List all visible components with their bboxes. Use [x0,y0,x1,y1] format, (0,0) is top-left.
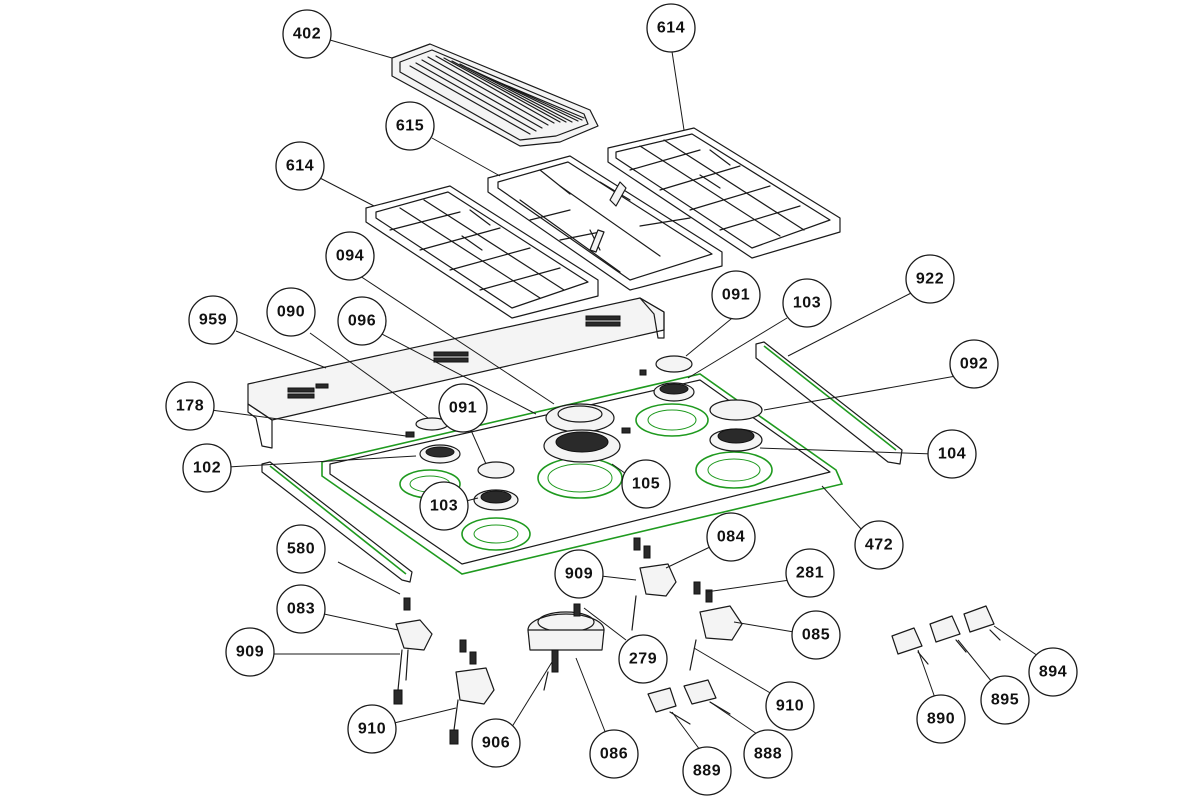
svg-text:090: 090 [277,304,305,321]
callout-959[interactable]: 959 [188,295,238,345]
svg-text:092: 092 [960,356,988,373]
side-trim-left [261,461,413,583]
callout-615[interactable]: 615 [385,101,435,151]
callout-910-right[interactable]: 910 [765,681,815,731]
callout-096[interactable]: 096 [337,296,387,346]
callout-909-center[interactable]: 909 [554,549,604,599]
burner-valve-assemblies [393,537,1001,745]
svg-text:909: 909 [565,566,593,583]
backguard-panel [247,297,665,449]
callout-091-lower[interactable]: 091 [438,383,488,433]
callout-472[interactable]: 472 [854,520,904,570]
svg-text:889: 889 [693,763,721,780]
svg-text:959: 959 [199,312,227,329]
svg-text:279: 279 [629,651,657,668]
svg-text:103: 103 [430,498,458,515]
svg-text:091: 091 [449,400,477,417]
callout-084[interactable]: 084 [706,512,756,562]
callout-085[interactable]: 085 [791,610,841,660]
leader-lines [210,39,1045,751]
svg-text:910: 910 [776,698,804,715]
cooktop-top [321,373,844,575]
callout-178[interactable]: 178 [165,381,215,431]
callout-104[interactable]: 104 [927,429,977,479]
callout-086[interactable]: 086 [589,729,639,779]
grate-left [365,185,599,319]
side-trim-right [755,341,903,465]
griddle-plate [391,43,599,147]
svg-text:906: 906 [482,735,510,752]
callout-906[interactable]: 906 [471,718,521,768]
callout-281[interactable]: 281 [785,548,835,598]
callouts: 402 614 615 614 094 091 103 922 959 090 … [165,3,1078,796]
callout-091-top[interactable]: 091 [711,270,761,320]
svg-text:178: 178 [176,398,204,415]
svg-text:085: 085 [802,627,830,644]
svg-text:103: 103 [793,295,821,312]
callout-094[interactable]: 094 [325,231,375,281]
svg-text:894: 894 [1039,664,1067,681]
svg-text:910: 910 [358,721,386,738]
svg-text:890: 890 [927,711,955,728]
svg-text:091: 091 [722,287,750,304]
svg-text:094: 094 [336,248,364,265]
callout-090[interactable]: 090 [266,287,316,337]
callout-614-lower[interactable]: 614 [275,141,325,191]
svg-text:086: 086 [600,746,628,763]
svg-text:888: 888 [754,746,782,763]
svg-text:096: 096 [348,313,376,330]
grate-center [487,155,723,291]
svg-text:615: 615 [396,118,424,135]
svg-text:614: 614 [657,20,685,37]
callout-092[interactable]: 092 [949,339,999,389]
callout-894[interactable]: 894 [1028,647,1078,697]
svg-text:922: 922 [916,271,944,288]
svg-text:102: 102 [193,460,221,477]
callout-895[interactable]: 895 [980,675,1030,725]
callout-909-left[interactable]: 909 [225,627,275,677]
grate-right [607,127,841,259]
burner-caps [405,355,763,511]
svg-text:909: 909 [236,644,264,661]
svg-text:084: 084 [717,529,745,546]
callout-103-lower[interactable]: 103 [419,481,469,531]
svg-text:614: 614 [286,158,314,175]
callout-614-top[interactable]: 614 [646,3,696,53]
svg-text:281: 281 [796,565,824,582]
callout-083[interactable]: 083 [276,584,326,634]
svg-text:402: 402 [293,26,321,43]
callout-580[interactable]: 580 [276,524,326,574]
svg-text:895: 895 [991,692,1019,709]
callout-103-top[interactable]: 103 [782,278,832,328]
callout-888[interactable]: 888 [743,729,793,779]
callout-102[interactable]: 102 [182,443,232,493]
callout-922[interactable]: 922 [905,254,955,304]
callout-910-left[interactable]: 910 [347,704,397,754]
callout-890[interactable]: 890 [916,694,966,744]
svg-text:083: 083 [287,601,315,618]
callout-279[interactable]: 279 [618,634,668,684]
svg-text:472: 472 [865,537,893,554]
svg-text:580: 580 [287,541,315,558]
callout-105[interactable]: 105 [621,459,671,509]
callout-402[interactable]: 402 [282,9,332,59]
svg-text:104: 104 [938,446,966,463]
svg-text:105: 105 [632,476,660,493]
callout-889[interactable]: 889 [682,746,732,796]
